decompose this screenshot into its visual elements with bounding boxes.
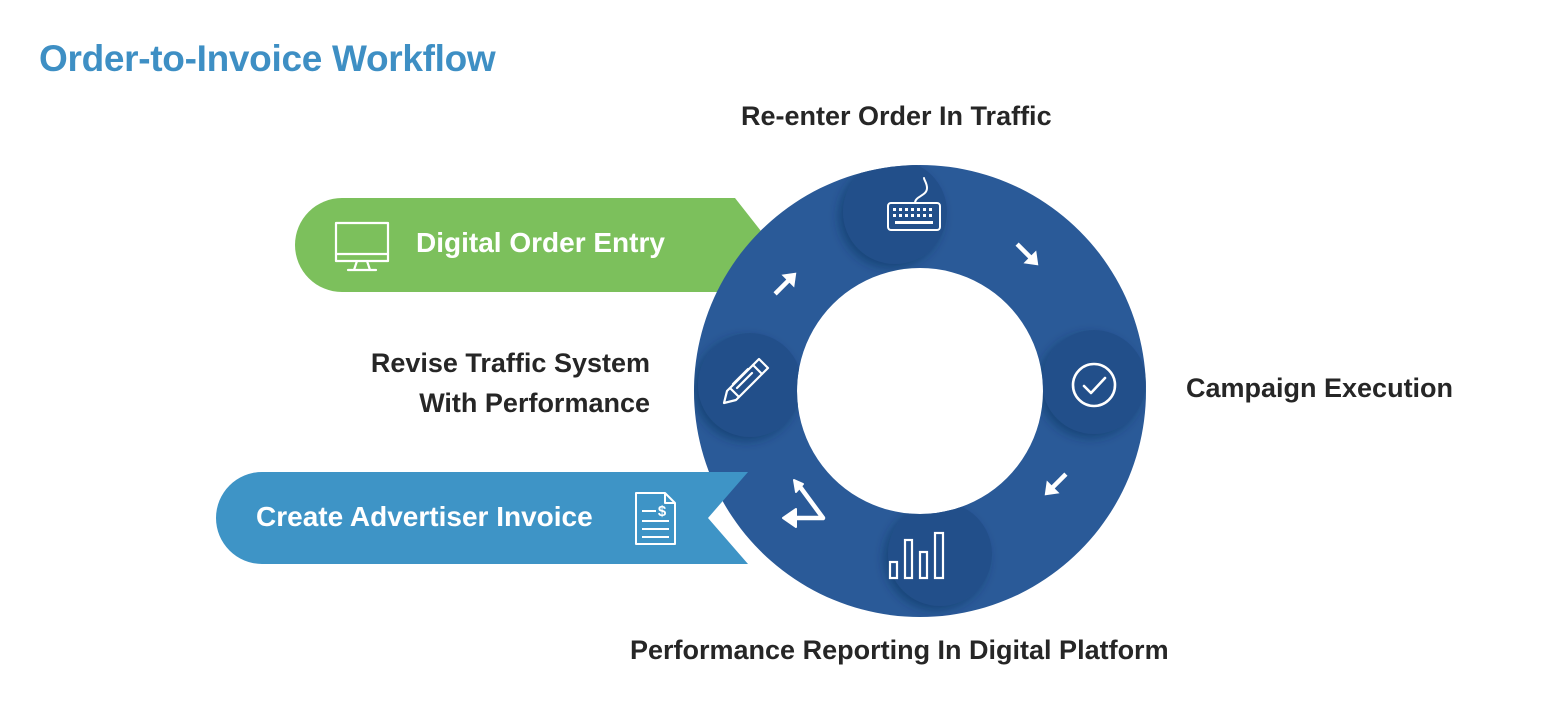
- step-label-revise-line-2: With Performance: [419, 388, 650, 418]
- page-title: Order-to-Invoice Workflow: [39, 38, 496, 79]
- bar-chart-icon: [888, 531, 945, 580]
- arrow-down-right-icon: [1015, 242, 1039, 266]
- ring-node-reporting: [888, 502, 992, 606]
- pencil-icon: [722, 357, 770, 405]
- invoice-icon: $: [635, 492, 676, 545]
- step-label-revise-traffic: Revise Traffic System With Performance: [340, 343, 650, 423]
- step-label-performance-reporting: Performance Reporting In Digital Platfor…: [630, 635, 1169, 665]
- arrow-up-right-icon: [773, 272, 797, 296]
- step-label-revise-line-1: Revise Traffic System: [370, 348, 650, 378]
- monitor-icon: [334, 221, 390, 272]
- pill-label-create-advertiser-invoice: Create Advertiser Invoice: [256, 501, 593, 532]
- check-circle-icon: [1071, 362, 1117, 408]
- ring-node-re-enter: [843, 165, 947, 264]
- pill-create-advertiser-invoice: [216, 472, 748, 564]
- keyboard-icon: [887, 177, 941, 231]
- step-label-re-enter-order: Re-enter Order In Traffic: [741, 101, 1052, 131]
- pill-digital-order-entry: [295, 198, 772, 292]
- ring-node-campaign: [1042, 330, 1146, 434]
- step-label-campaign-execution: Campaign Execution: [1186, 373, 1454, 403]
- split-arrow-icon: [782, 479, 826, 528]
- pill-label-digital-order-entry: Digital Order Entry: [416, 227, 665, 258]
- workflow-ring: [693, 165, 1146, 617]
- svg-text:$: $: [658, 503, 667, 520]
- arrow-down-left-icon: [1044, 472, 1068, 496]
